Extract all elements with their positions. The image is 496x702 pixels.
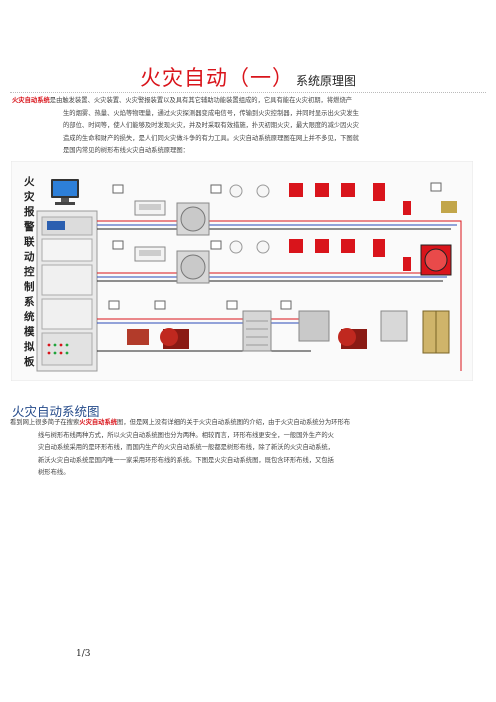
panel-title-char: 板 [24,355,35,368]
bus-wiring [97,220,462,371]
intro-line: 造成的生命和财产的损失，是人们同火灾做斗争的有力工具。火灾自动系统原理图在网上并… [63,134,359,142]
panel-title-char: 拟 [24,340,35,353]
panel-title-char: 模 [24,325,35,338]
panel-title-char: 火 [24,176,35,188]
intro-line-text: 是由触发装置、火灾装置、火灾警报装置以及具有其它辅助功能装置组成的，它具有能在火… [49,97,353,104]
lower-row-devices [108,300,450,354]
intro-line: 的部位、时间等，使人们能够及时发现火灾，并及时采取有效措施，扑灭初期火灾，最大限… [63,122,359,129]
body-line: 新沃火灾自动系统是国内唯一一家采用环形布线的系统。下图是火灾自动系统图，既包含环… [38,456,334,464]
title-main: 火灾自动（一） [139,66,294,90]
panel-title-char: 灾 [24,190,35,203]
upper-row-devices [112,182,457,236]
intro-paragraph: 火灾自动系统是由触发装置、火灾装置、火灾警报装置以及具有其它辅助功能装置组成的，… [12,95,488,158]
body-line: 树形布线。 [38,469,70,477]
body-line: 灾自动系统采用的是环形布线，而国内生产的火灾自动系统一般都是树形布线，除了新沃的… [38,444,334,452]
body-paragraph: 看到网上很多简子在搜索火灾自动系统图，但是网上没有详细的关于火灾自动系统图的介绍… [10,417,486,480]
intro-lead-term: 火灾自动系统 [12,97,50,104]
control-cabinet [36,210,98,372]
body-line-text: 看到网上很多简子在搜索 [10,419,80,426]
panel-title-char: 报 [24,205,35,218]
panel-title-char: 系 [24,295,35,308]
panel-title-char: 统 [24,310,35,323]
body-line: 看到网上很多简子在搜索火灾自动系统图，但是网上没有详细的关于火灾自动系统图的介绍… [10,417,486,430]
panel-title-char: 警 [23,220,35,233]
page-number: 1/3 [76,649,91,659]
section-heading: 火灾自动系统图 [12,404,100,419]
panel-title-column: 火 灾 报 警 联 动 控 制 系 统 模 拟 板 [23,176,35,368]
panel-title-char: 制 [24,280,35,293]
body-line: 线与树形布线两种方式，所以火灾自动系统图也分为两种。相较而言，环形布线更安全，一… [38,431,334,439]
middle-row-devices [112,239,452,284]
panel-title-char: 联 [24,235,35,248]
body-highlight-term: 火灾自动系统 [79,419,118,426]
fire-alarm-schematic-diagram: 火 灾 报 警 联 动 控 制 系 统 模 拟 板 [11,161,473,381]
panel-title-char: 控 [24,265,35,278]
title-divider [10,92,486,93]
intro-line: 火灾自动系统是由触发装置、火灾装置、火灾警报装置以及具有其它辅助功能装置组成的，… [12,95,488,108]
page-title: 火灾自动（一）系统原理图 [0,62,496,92]
panel-title-char: 动 [24,250,35,263]
intro-line: 是国内常见的树形布线火灾自动系统原理图： [63,147,189,154]
monitor-icon [51,179,79,205]
body-line-text: 图，但是网上没有详细的关于火灾自动系统图的介绍，由于火灾自动系统分为环形布 [117,419,351,426]
intro-line: 生的烟雾、热量、火焰等物理量，通过火灾探测器变成电信号，传输到火灾控制器，并同时… [63,109,359,117]
title-sub: 系统原理图 [295,74,356,88]
